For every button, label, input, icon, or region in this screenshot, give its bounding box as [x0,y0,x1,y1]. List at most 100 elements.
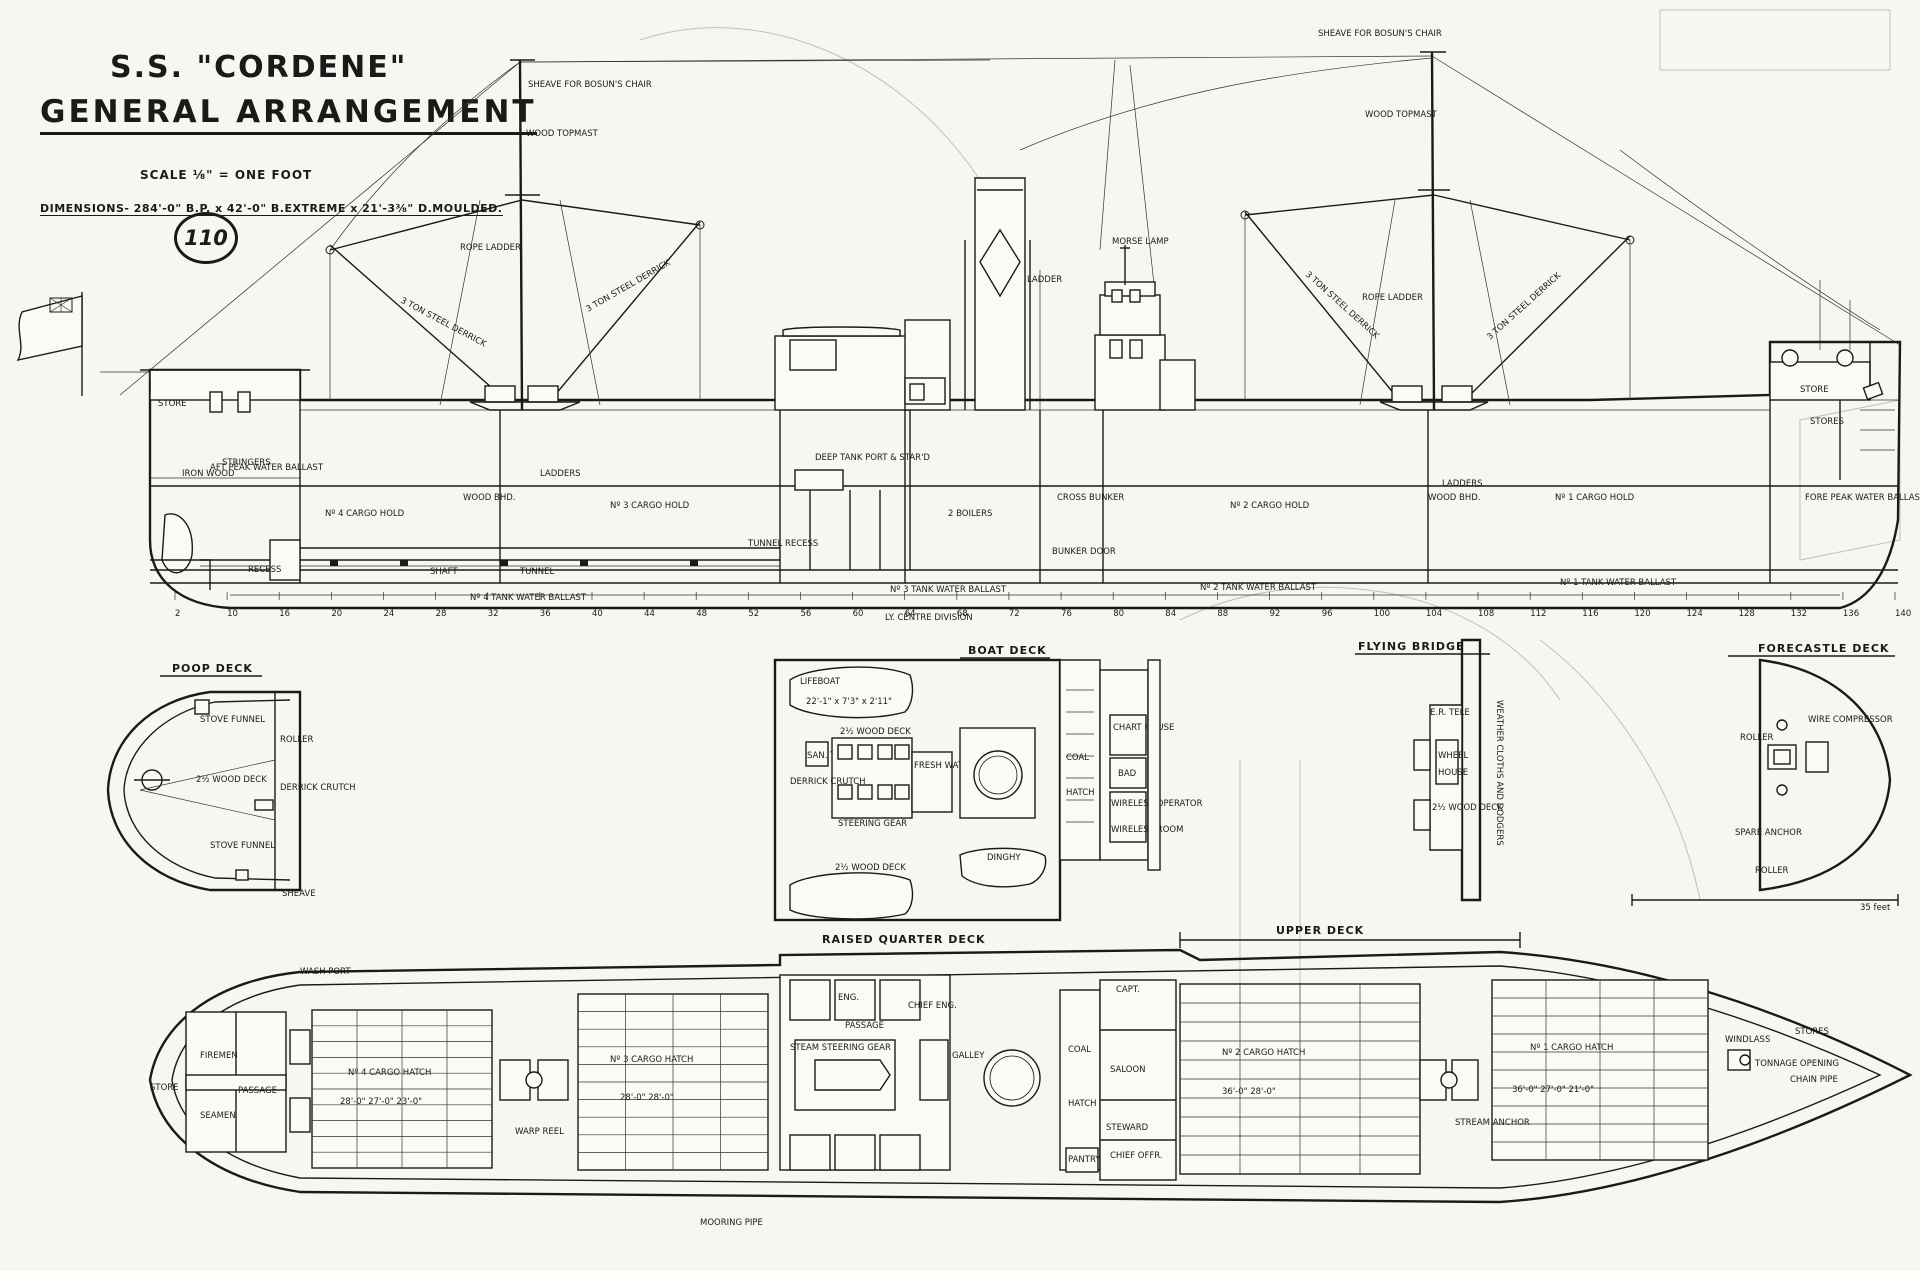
frame-number: 128 [1739,609,1755,619]
rudder [161,513,193,574]
fcle-label-roller-2: ROLLER [1755,866,1788,876]
hatch-boards [578,994,768,1170]
heading-boat-deck: BOAT DECK [968,644,1047,657]
frame-number: 52 [748,609,759,619]
plan-label-pantry: PANTRY [1068,1155,1101,1165]
poop-label-wood-deck: 2½ WOOD DECK [196,775,267,785]
heading-poop-deck: POOP DECK [172,662,253,675]
poop-label-derrick-crutch: DERRICK CRUTCH [280,783,356,793]
scale-bar-label: 35 feet [1860,903,1891,913]
frame-number: 32 [488,609,499,619]
plan-label-engineer: ENG. [838,993,859,1003]
plan-label-hatch1: Nº 1 CARGO HATCH [1530,1043,1613,1053]
label-hold2: Nº 2 CARGO HOLD [1230,501,1310,511]
frame-number: 132 [1791,609,1807,619]
frame-number: 108 [1478,609,1494,619]
fore-end: TONNAGE OPENING STORES WINDLASS CHAIN PI… [1725,1027,1839,1085]
boat-label-bath: BAD [1118,769,1137,779]
poop-label-sheave: SHEAVE [282,889,316,899]
plan-label-passage-mid: PASSAGE [845,1021,884,1031]
label-aft-peak: AFT PEAK WATER BALLAST [210,463,324,473]
frame-number: 60 [853,609,864,619]
coal-hatch-boat: COAL HATCH [1059,659,1101,861]
mast-aft [325,59,705,411]
frame-number: 10 [227,609,238,619]
label-derrick-1: 3 TON STEEL DERRICK [399,296,488,350]
label-stores-fwd: STORES [1810,417,1844,427]
plan-label-hatch2: Nº 2 CARGO HATCH [1222,1048,1305,1058]
boat-label-wood-deck-1: 2½ WOOD DECK [840,727,911,737]
plan-label-firemen: FIREMEN [200,1051,238,1061]
label-hold4: Nº 4 CARGO HOLD [325,509,405,519]
aft-accommodation: STORE FIREMEN SEAMEN PASSAGE [150,1011,311,1153]
plan-label-chief-officer: CHIEF OFFR. [1110,1151,1163,1161]
drawing-scale: SCALE ⅛" = ONE FOOT [140,168,313,182]
frame-number: 20 [331,609,342,619]
poop-house [149,369,301,401]
poop-deck-plan: POOP DECK STOVE FUNNEL 2½ WOOD DECK ROLL… [106,662,356,899]
boat-label-sanitary-tank: SAN. TK. [807,751,844,761]
plan-label-chief-eng: CHIEF ENG. [908,1001,957,1011]
frame-number: 124 [1687,609,1703,619]
label-wood-topmast-aft: WOOD TOPMAST [526,129,599,139]
plan-label-stream-anchor: STREAM ANCHOR [1455,1118,1530,1128]
midship-house [774,319,951,570]
frame-number: 96 [1322,609,1333,619]
label-tank2: Nº 2 TANK WATER BALLAST [1200,583,1317,593]
frame-number: 28 [436,609,447,619]
midship-accommodation: STEAM STEERING GEAR PASSAGE CHIEF ENG. E… [779,974,1177,1181]
frame-number: 116 [1582,609,1598,619]
frame-number: 2 [175,609,180,619]
plate-number-badge: 110 [174,212,238,264]
frame-number: 68 [957,609,968,619]
plan-label-steward: STEWARD [1106,1123,1149,1133]
boat-deck-plan: BOAT DECK LIFEBOAT 22'-1" x 7'3" x 2'11"… [773,644,1203,922]
fcle-label-spare-anchor: SPARE ANCHOR [1735,828,1802,838]
plan-label-mooring-pipe: MOORING PIPE [700,1218,763,1228]
plan-label-store: STORE [150,1083,179,1093]
heading-raised-quarter: RAISED QUARTER DECK [822,933,985,946]
hull-outline [148,340,1902,610]
wheel-house [1435,739,1459,785]
fcle-label-wire-compressor: WIRE COMPRESSOR [1808,715,1893,725]
frame-number: 84 [1165,609,1176,619]
frame-number: 92 [1270,609,1281,619]
frame-number: 56 [801,609,812,619]
plan-label-steam-steering: STEAM STEERING GEAR [790,1043,891,1053]
boat-label-coal: COAL [1066,753,1089,763]
label-tank1: Nº 1 TANK WATER BALLAST [1560,578,1677,588]
plan-label-captain: CAPT. [1116,985,1140,995]
plan-label-windlass: WINDLASS [1725,1035,1770,1045]
hatch-boards [1492,980,1708,1160]
label-hold3: Nº 3 CARGO HOLD [610,501,690,511]
label-deep-tank: DEEP TANK PORT & STAR'D [815,453,930,463]
bridge-house [1094,245,1196,411]
label-shaft: SHAFT [430,567,458,577]
bridge-label-house: HOUSE [1438,768,1468,778]
boat-label-fresh-water: FRESH WATER TANK [914,761,1000,771]
ensign-flag [16,292,83,396]
boat-label-wireless-room: WIRELESS ROOM [1111,825,1183,835]
lifeboat-stbd [789,872,914,920]
forecastle-deck-plan: FORECASTLE DECK WIRE COMPRESSOR ROLLER S… [1631,642,1899,913]
boat-label-wood-deck-2: 2½ WOOD DECK [835,863,906,873]
boat-label-lifeboat: LIFEBOAT [800,677,841,687]
poop-label-stove-funnel: STOVE FUNNEL [200,715,265,725]
label-iron-wood: IRON WOOD [182,469,235,479]
plan-label-chain-pipe: CHAIN PIPE [1790,1075,1838,1085]
lifeboat-port [789,666,914,719]
label-wood-topmast-fwd: WOOD TOPMAST [1365,110,1438,120]
ship-profile: AFT PEAK WATER BALLAST Nº 4 CARGO HOLD N… [16,29,1920,623]
forecastle [1769,342,1895,480]
label-wood-bhd-fwd: WOOD BHD. [1428,493,1481,503]
label-tunnel-recess: TUNNEL RECESS [747,539,818,549]
plan-label-coal: COAL [1068,1045,1091,1055]
plan-label-dims4: 28'-0" 27'-0" 23'-0" [340,1097,422,1107]
label-morse-lamp: MORSE LAMP [1112,237,1169,247]
frame-number: 80 [1113,609,1124,619]
label-fore-peak: FORE PEAK WATER BALLAST [1805,493,1920,503]
label-bunker-door: BUNKER DOOR [1052,547,1116,557]
label-wood-bhd-aft: WOOD BHD. [463,493,516,503]
plan-label-hatch: HATCH [1068,1099,1097,1109]
